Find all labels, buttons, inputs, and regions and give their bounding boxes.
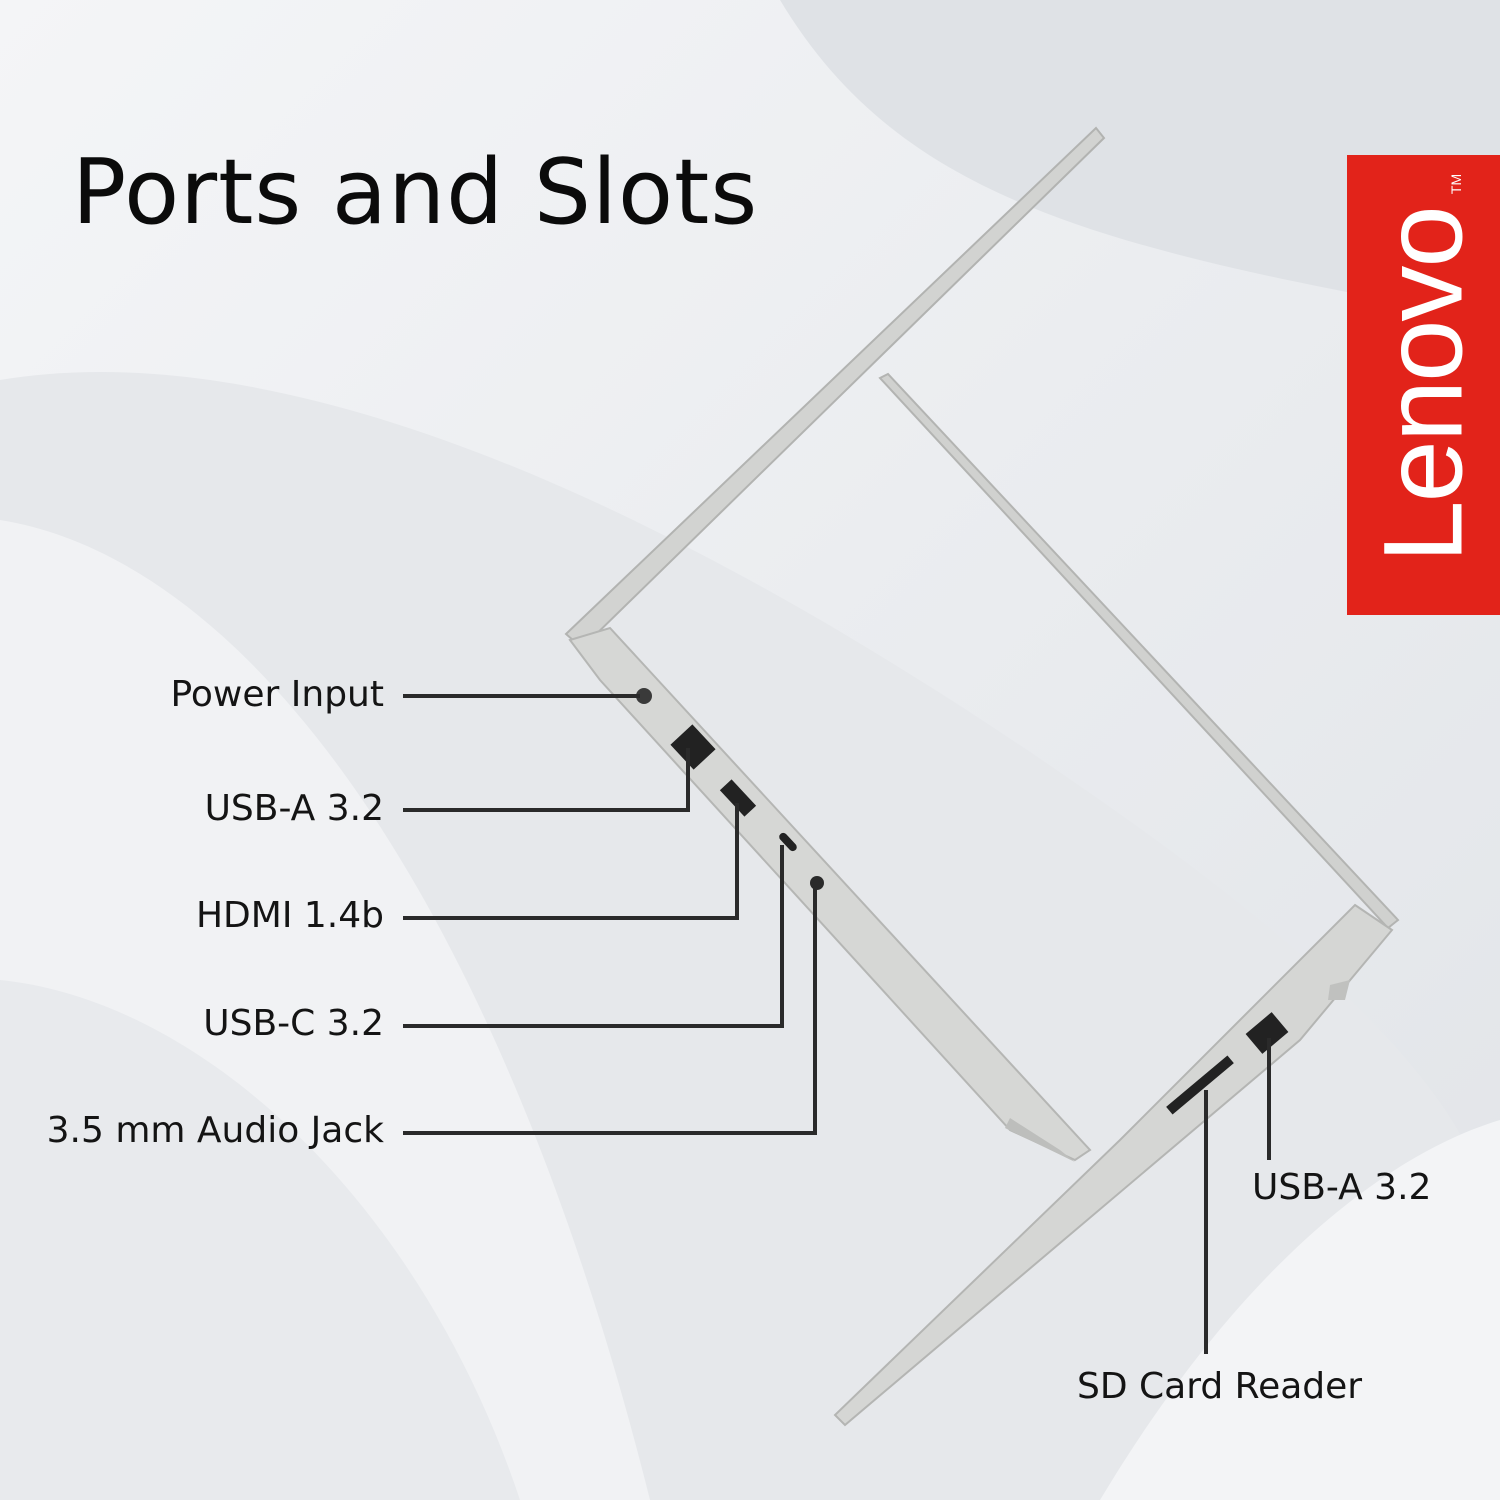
port-label-hdmi: HDMI 1.4b <box>195 895 384 936</box>
port-label-usb-c: USB-C 3.2 <box>203 1003 384 1044</box>
port-label-sd-card-reader: SD Card Reader <box>1077 1366 1363 1407</box>
laptop-1-base <box>568 626 1092 1162</box>
laptop-1-foot <box>1005 1118 1075 1162</box>
usb-a-right-port-icon <box>1245 1012 1289 1054</box>
usb-c-port-icon <box>779 832 797 852</box>
port-label-usb-a-right: USB-A 3.2 <box>1252 1167 1432 1208</box>
usb-a-port-icon <box>670 724 716 770</box>
port-label-usb-a: USB-A 3.2 <box>204 788 384 829</box>
power-port-icon <box>636 688 652 704</box>
laptop-2-foot <box>1328 980 1350 1000</box>
trademark-symbol: TM <box>1448 173 1465 195</box>
logo-text: Lenovo <box>1360 207 1486 563</box>
sd-card-slot-icon <box>1166 1055 1234 1115</box>
laptop-2-lid <box>878 372 1400 930</box>
hdmi-port-icon <box>719 779 757 817</box>
callout-lines <box>403 694 1271 1354</box>
lenovo-logo: Lenovo <box>1347 155 1500 615</box>
port-label-audio-jack: 3.5 mm Audio Jack <box>46 1110 384 1151</box>
page-title: Ports and Slots <box>72 140 759 245</box>
port-label-power-input: Power Input <box>170 674 384 715</box>
